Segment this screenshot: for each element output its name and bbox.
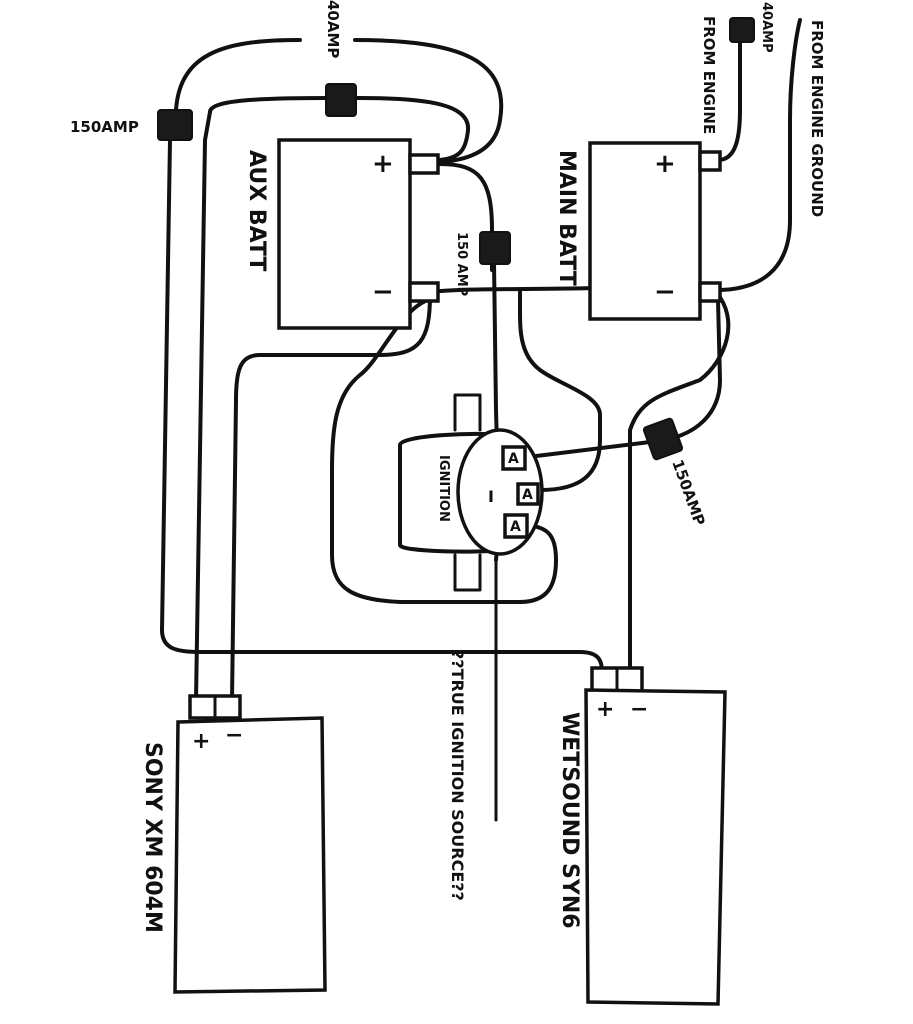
fuse-150a-middle-label: 150 AMP — [454, 232, 469, 296]
main-negative-post — [698, 281, 722, 303]
sony-plus-sign: + — [192, 729, 210, 754]
wire-isolator-a — [518, 290, 602, 492]
isolator-terminal-3-label: A — [510, 519, 521, 535]
wetsound-amp-label: WETSOUND SYN6 — [557, 712, 582, 929]
sony-amplifier: + − SONY XM 604M — [140, 694, 327, 994]
main-battery-body — [588, 141, 702, 321]
engine-labels: FROM ENGINE FROM ENGINE GROUND — [700, 16, 826, 217]
wire-isolator-loop — [330, 298, 558, 604]
wetsound-plus-sign: + — [596, 697, 614, 722]
isolator-terminal-1 — [501, 445, 527, 471]
main-battery-label: MAIN BATT — [554, 150, 579, 286]
wetsound-amp-body — [584, 688, 727, 1006]
isolator-terminal-1-label: A — [508, 451, 519, 467]
main-positive-post — [698, 150, 722, 172]
fuse-150a-left-label: 150AMP — [70, 118, 139, 136]
fuse-150a-left — [157, 109, 193, 141]
isolator-terminal-2-label: A — [522, 487, 533, 503]
aux-battery: AUX BATT + − — [244, 138, 440, 330]
wire-aux-to-fuse150 — [438, 162, 494, 272]
wire-sony-minus — [230, 293, 432, 702]
ignition-source-label: ??TRUE IGNITION SOURCE?? — [448, 650, 467, 901]
wire-40a-loop — [208, 96, 471, 162]
sony-amp-body — [173, 716, 327, 994]
fuse-150a-middle — [479, 231, 511, 265]
wetsound-minus-sign: − — [630, 697, 648, 722]
fuse-150a-isolator-label: 150AMP — [668, 457, 708, 528]
from-engine-ground-label: FROM ENGINE GROUND — [808, 20, 826, 217]
wire-top-arch — [353, 38, 504, 164]
isolator-bracket — [453, 393, 482, 592]
fuse-40a-right-label: 40AMP — [759, 2, 774, 53]
sony-amp-label: SONY XM 604M — [140, 742, 165, 933]
isolator: IGNITION A A A I — [398, 393, 544, 592]
fuse-40a-top — [325, 83, 357, 117]
isolator-terminal-3 — [503, 513, 529, 539]
isolator-terminal-2 — [516, 482, 540, 506]
main-battery: MAIN BATT + − — [554, 141, 722, 321]
isolator-terminal-small: I — [488, 487, 494, 506]
wire-isolator-to-main — [518, 298, 722, 460]
fuse-40a-right — [729, 17, 755, 43]
fuses: 150AMP 40AMP 40AMP 150 AMP 150AMP — [70, 0, 774, 528]
aux-plus-sign: + — [372, 149, 394, 179]
isolator-label: IGNITION — [436, 455, 451, 522]
aux-battery-body — [277, 138, 412, 330]
from-engine-label: FROM ENGINE — [700, 16, 718, 134]
main-plus-sign: + — [654, 149, 676, 179]
fuse-40a-top-label: 40AMP — [324, 0, 342, 58]
wire-wetsound-minus — [628, 290, 731, 674]
wire-main-plus — [716, 28, 742, 162]
sony-minus-sign: − — [225, 723, 243, 748]
aux-battery-label: AUX BATT — [244, 150, 269, 271]
wire-sony-plus — [194, 110, 212, 702]
wire-engine-ground — [714, 18, 802, 292]
wetsound-amplifier: + − WETSOUND SYN6 — [557, 666, 727, 1006]
main-minus-sign: − — [654, 277, 676, 307]
aux-minus-sign: − — [372, 277, 394, 307]
wire-outer-positive — [160, 38, 604, 674]
fuse-150a-isolator — [642, 417, 684, 461]
aux-positive-post — [408, 153, 440, 175]
aux-negative-post — [408, 281, 440, 303]
